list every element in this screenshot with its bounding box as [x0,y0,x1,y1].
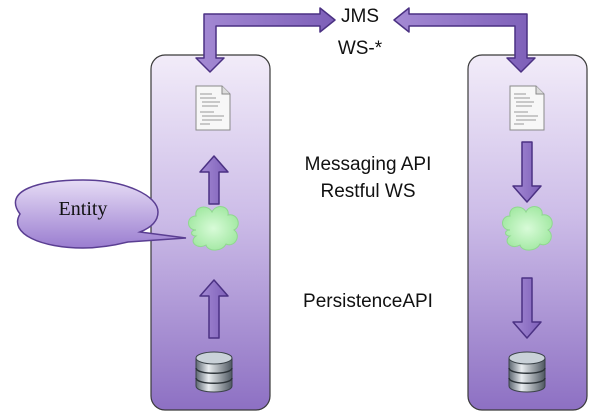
database-icon [195,351,233,393]
messaging-api-label: Messaging API [304,154,432,175]
cloud-icon [502,206,553,251]
document-icon [509,85,545,131]
document-icon [195,85,231,131]
protocol-label-ws: WS-* [337,38,383,59]
database-icon [508,351,546,393]
left-connector-arrow [195,7,336,73]
up-arrow-lower [199,279,229,339]
down-arrow-lower [512,277,542,339]
cloud-icon [188,206,239,251]
entity-callout-bubble [14,179,187,249]
entity-callout-label: Entity [58,198,108,220]
protocol-label-jms: JMS [341,6,379,27]
persistence-api-label: PersistenceAPI [303,291,433,312]
right-connector-arrow [393,7,536,73]
down-arrow-upper [512,141,542,203]
up-arrow-upper [199,155,229,205]
restful-ws-label: Restful WS [320,181,416,202]
